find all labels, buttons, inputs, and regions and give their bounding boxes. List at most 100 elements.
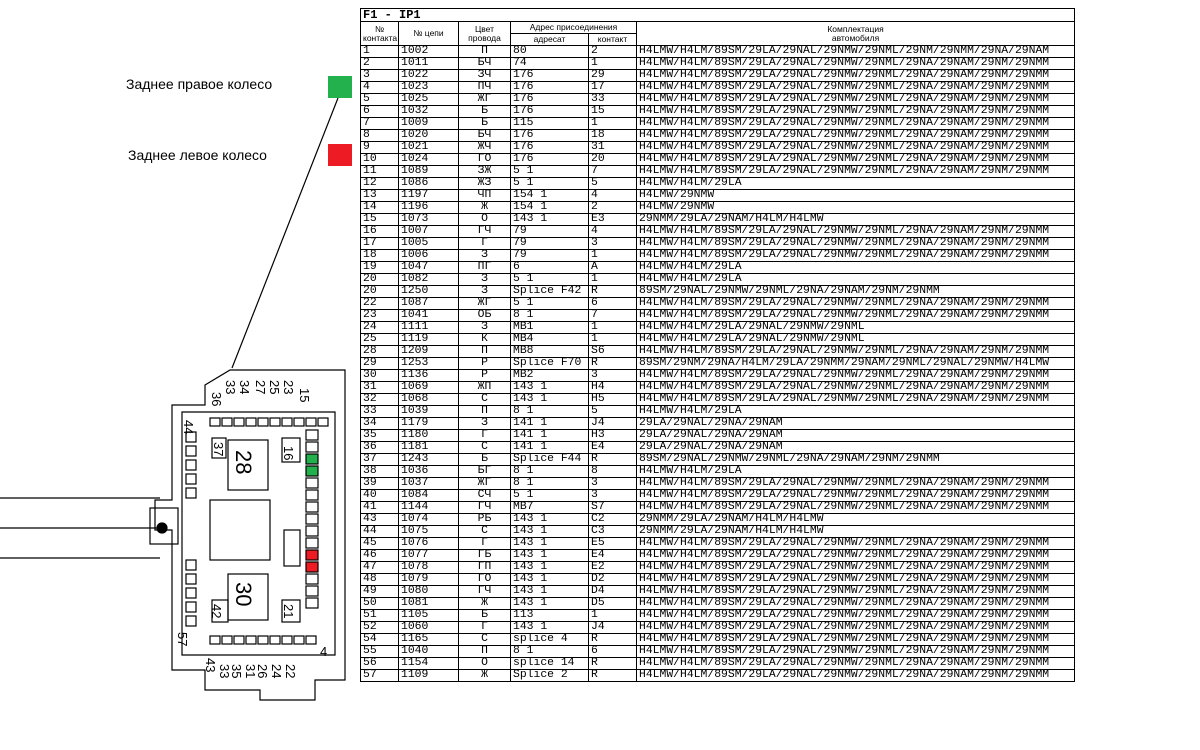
cell-address-target: 143 1 [510,525,589,538]
pin-label: 22 [283,664,298,678]
cell-contact: 36 [360,441,399,454]
cell-wire-color: Г [458,621,511,634]
cell-wire-color: С [458,633,511,646]
cell-wire-color: Г [458,237,511,250]
cell-contact: 6 [360,105,399,118]
cavity-28 [227,439,269,491]
cell-wire-color: П [458,45,511,58]
cell-address-contact: R [588,657,637,670]
cell-address-target: 143 1 [510,621,589,634]
rear-left-wheel-marker [328,144,352,166]
cell-config: H4LMW/H4LM/29LA [635,177,1076,190]
cell-address-target: 143 1 [510,537,589,550]
cell-address-contact: J4 [588,417,637,430]
cell-wire-color: ГЧ [458,585,511,598]
cavity-21 [281,599,301,623]
cell-wire-color: БЧ [458,129,511,142]
header-address-target: адресат [510,33,589,46]
cell-address-contact: 3 [588,489,637,502]
cell-contact: 31 [360,381,399,394]
cell-address-contact: A [588,261,637,274]
pin-label: 35 [229,664,244,678]
cell-contact: 48 [360,573,399,586]
cell-address-contact: 7 [588,309,637,322]
cell-address-contact: H3 [588,429,637,442]
cavity-30 [227,573,269,621]
cell-address-target: 154 1 [510,189,589,202]
cell-address-target: 143 1 [510,573,589,586]
cell-address-contact: D4 [588,585,637,598]
cell-address-target: 176 [510,69,589,82]
cell-address-target: 79 [510,237,589,250]
connector-inner-frame [181,411,336,656]
cell-config: H4LMW/H4LM/89SM/29LA/29NAL/29NMW/29NML/2… [635,489,1076,502]
cell-config: H4LMW/H4LM/89SM/29LA/29NAL/29NMW/29NML/2… [635,585,1076,598]
cell-config: H4LMW/29NMW [635,189,1076,202]
cell-address-target: 141 1 [510,441,589,454]
cell-contact: 46 [360,549,399,562]
cell-contact: 34 [360,417,399,430]
cell-config: H4LMW/H4LM/89SM/29LA/29NAL/29NMW/29NML/2… [635,549,1076,562]
pin-label: 36 [209,392,224,406]
cell-circuit: 1073 [398,213,459,226]
cell-config: H4LMW/H4LM/89SM/29LA/29NAL/29NMW/29NML/2… [635,93,1076,106]
cell-config: H4LMW/H4LM/89SM/29LA/29NAL/29NMW/29NML/2… [635,573,1076,586]
cell-circuit: 1087 [398,297,459,310]
cell-address-contact: C3 [588,525,637,538]
cell-address-target: 176 [510,93,589,106]
cell-config: H4LMW/H4LM/89SM/29LA/29NAL/29NMW/29NML/2… [635,657,1076,670]
cell-config: 29LA/29NAL/29NA/29NAM [635,429,1076,442]
cell-circuit: 1022 [398,69,459,82]
cell-address-contact: R [588,285,637,298]
cell-address-contact: C2 [588,513,637,526]
cell-contact: 49 [360,585,399,598]
cell-config: H4LMW/H4LM/29LA/29NAL/29NMW/29NML [635,333,1076,346]
connector-diagram: 15 23 25 27 34 33 36 44 16 37 28 30 42 2… [0,97,346,701]
pin-row-top [209,417,329,427]
cell-circuit: 1165 [398,633,459,646]
cell-wire-color: БЧ [458,57,511,70]
cavity-right-mid [283,529,301,567]
cell-address-contact: E4 [588,549,637,562]
cell-wire-color: Ж [458,597,511,610]
header-address-contact: контакт [588,33,637,46]
pin-label: 28 [231,450,256,474]
cell-address-target: 113 [510,609,589,622]
pin-column-left [185,431,197,627]
cell-circuit: 1011 [398,57,459,70]
cell-address-target: 8 1 [510,309,589,322]
cavity-center [209,499,271,561]
cell-config: H4LMW/H4LM/89SM/29LA/29NAL/29NMW/29NML/2… [635,309,1076,322]
cell-address-contact: 3 [588,369,637,382]
cell-circuit: 1009 [398,117,459,130]
cell-address-contact: 1 [588,609,637,622]
cell-contact: 12 [360,177,399,190]
cell-contact: 11 [360,165,399,178]
cell-circuit: 1025 [398,93,459,106]
cell-circuit: 1082 [398,273,459,286]
cell-config: H4LMW/H4LM/89SM/29LA/29NAL/29NMW/29NML/2… [635,477,1076,490]
cell-address-target: 115 [510,117,589,130]
cell-address-target: 143 1 [510,393,589,406]
cell-contact: 10 [360,153,399,166]
cell-config: H4LMW/H4LM/89SM/29LA/29NAL/29NMW/29NML/2… [635,237,1076,250]
cell-config: 89SM/29NAL/29NMW/29NML/29NA/29NAM/29NM/2… [635,285,1076,298]
pin-3-highlight [305,453,319,465]
cell-circuit: 1020 [398,129,459,142]
rear-right-wheel-label: Заднее правое колесо [126,76,273,92]
table-title: F1 - IP1 [359,8,1076,22]
pin-label: 57 [175,632,190,646]
